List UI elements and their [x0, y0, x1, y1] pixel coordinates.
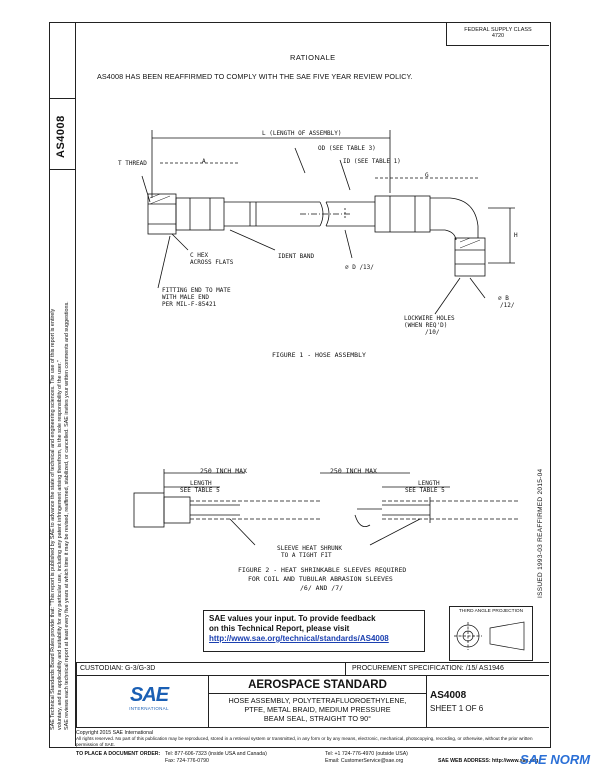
- fig1-b-label-1: ∅ B: [498, 295, 509, 302]
- feedback-url-link[interactable]: http://www.sae.org/technical/standards/A…: [209, 634, 389, 643]
- footer-web: SAE WEB ADDRESS: http://www.sae.org: [438, 758, 539, 764]
- fig2-sleeve-label-2: TO A TIGHT FIT: [281, 552, 332, 559]
- fsc-value: 4720: [491, 33, 505, 39]
- docnum-divider: [426, 676, 427, 728]
- aerospace-standard-heading: AEROSPACE STANDARD: [248, 679, 387, 691]
- fig2-length-label-1a: LENGTH: [190, 480, 212, 487]
- title-description-3: BEAM SEAL, STRAIGHT TO 90°: [263, 714, 372, 723]
- title-description-1: HOSE ASSEMBLY, POLYTETRAFLUOROETHYLENE,: [228, 696, 407, 705]
- fig1-b-label-2: /12/: [500, 302, 515, 309]
- logo-divider: [208, 676, 209, 728]
- footer-email: Email: CustomerService@sae.org: [325, 758, 404, 764]
- procurement-divider: [345, 662, 346, 675]
- legal-line-3: SAE reviews each technical report at lea…: [64, 301, 70, 730]
- fig2-length-label-2b: SEE TABLE 5: [405, 487, 445, 494]
- fig2-length-label-2a: LENGTH: [418, 480, 440, 487]
- fig1-hex-label-2: ACROSS FLATS: [190, 259, 234, 266]
- figure-1-caption: FIGURE 1 - HOSE ASSEMBLY: [272, 351, 366, 359]
- figure-2-sleeves-drawing: [133, 469, 520, 546]
- procurement-specification: PROCUREMENT SPECIFICATION: /15/ AS1946: [352, 665, 504, 672]
- sae-logo: SAE INTERNATIONAL: [120, 684, 178, 722]
- fig1-ident-label: IDENT BAND: [278, 253, 315, 260]
- figure-2-caption-2: FOR COIL AND TUBULAR ABRASION SLEEVES: [248, 575, 393, 583]
- footer-fax: Fax: 724-776-0790: [165, 758, 209, 764]
- sae-logo-mark: SAE: [129, 684, 169, 706]
- projection-label: THIRD ANGLE PROJECTION: [458, 609, 524, 614]
- left-column-divider: [75, 22, 76, 746]
- feedback-box: SAE values your input. To provide feedba…: [203, 610, 425, 652]
- fig2-max-label-2: 250 INCH MAX: [330, 467, 377, 475]
- fig1-fitting-label-1: FITTING END TO MATE: [162, 287, 231, 294]
- fig1-a-label: A: [202, 158, 206, 165]
- fig2-max-label-1: 250 INCH MAX: [200, 467, 247, 475]
- legal-line-2: voluntary, and its applicability and sui…: [57, 360, 63, 730]
- figure-1-hose-assembly-drawing: [141, 130, 515, 315]
- figure-2-caption-1: FIGURE 2 - HEAT SHRINKABLE SLEEVES REQUI…: [238, 566, 407, 574]
- rationale-text: AS4008 HAS BEEN REAFFIRMED TO COMPLY WIT…: [97, 72, 413, 81]
- title-block: [76, 662, 549, 728]
- left-doc-number-box: [49, 98, 75, 170]
- fsc-label: FEDERAL SUPPLY CLASS: [464, 27, 532, 33]
- footer-rights: All rights reserved. No part of this pub…: [76, 736, 533, 747]
- third-angle-projection-box: THIRD ANGLE PROJECTION: [449, 606, 533, 661]
- footer-tel-2: Tel: +1 724-776-4970 (outside USA): [325, 751, 408, 757]
- fig1-od-label: OD (SEE TABLE 3): [318, 145, 376, 152]
- title-doc-number: AS4008: [430, 690, 467, 701]
- sae-norm-watermark: SAE NORM: [520, 752, 591, 767]
- feedback-line-1: SAE values your input. To provide feedba…: [209, 614, 376, 623]
- fig1-g-label: G: [425, 172, 429, 179]
- fig1-hex-label-1: C HEX: [190, 252, 209, 259]
- fig1-id-label: ID (SEE TABLE 1): [343, 158, 401, 165]
- fig1-fitting-label-3: PER MIL-F-85421: [162, 301, 217, 308]
- federal-supply-class-box: FEDERAL SUPPLY CLASS 4720: [446, 22, 549, 46]
- fig1-lockwire-label-2: (WHEN REQ'D): [404, 322, 448, 329]
- left-doc-number: AS4008: [55, 115, 67, 158]
- title-sheet: SHEET 1 OF 6: [430, 704, 484, 713]
- fig1-d-label: ∅ D /13/: [345, 264, 374, 271]
- footer-copyright: Copyright 2015 SAE International: [76, 730, 153, 736]
- fig2-sleeve-label-1: SLEEVE HEAT SHRUNK: [277, 545, 343, 552]
- custodian: CUSTODIAN: G-3/G-3D: [80, 665, 156, 672]
- page-border: [49, 22, 551, 748]
- fig1-lockwire-label-3: /10/: [425, 329, 440, 336]
- footer-order-label: TO PLACE A DOCUMENT ORDER:: [76, 751, 161, 757]
- fig1-h-label: H: [514, 232, 518, 239]
- projection-symbol-icon: [454, 621, 525, 651]
- fig1-thread-label: T THREAD: [118, 160, 147, 167]
- feedback-line-2: on this Technical Report, please visit: [209, 624, 350, 633]
- fig1-lockwire-label-1: LOCKWIRE HOLES: [404, 315, 455, 322]
- legal-line-1: SAE Technical Standards Board Rules prov…: [50, 308, 56, 730]
- figure-2-caption-3: /6/ AND /7/: [300, 584, 344, 592]
- title-description-2: PTFE, METAL BRAID, MEDIUM PRESSURE: [244, 705, 391, 714]
- footer-tel-1: Tel: 877-606-7323 (inside USA and Canada…: [165, 751, 267, 757]
- fig2-length-label-1b: SEE TABLE 5: [180, 487, 220, 494]
- sae-logo-sub: INTERNATIONAL: [129, 706, 169, 711]
- heading-underline: [209, 693, 426, 694]
- title-block-top-row-divider: [76, 675, 549, 676]
- fig1-fitting-label-2: WITH MALE END: [162, 294, 209, 301]
- fig1-length-label: L (LENGTH OF ASSEMBLY): [262, 130, 342, 137]
- rationale-heading: RATIONALE: [290, 53, 336, 62]
